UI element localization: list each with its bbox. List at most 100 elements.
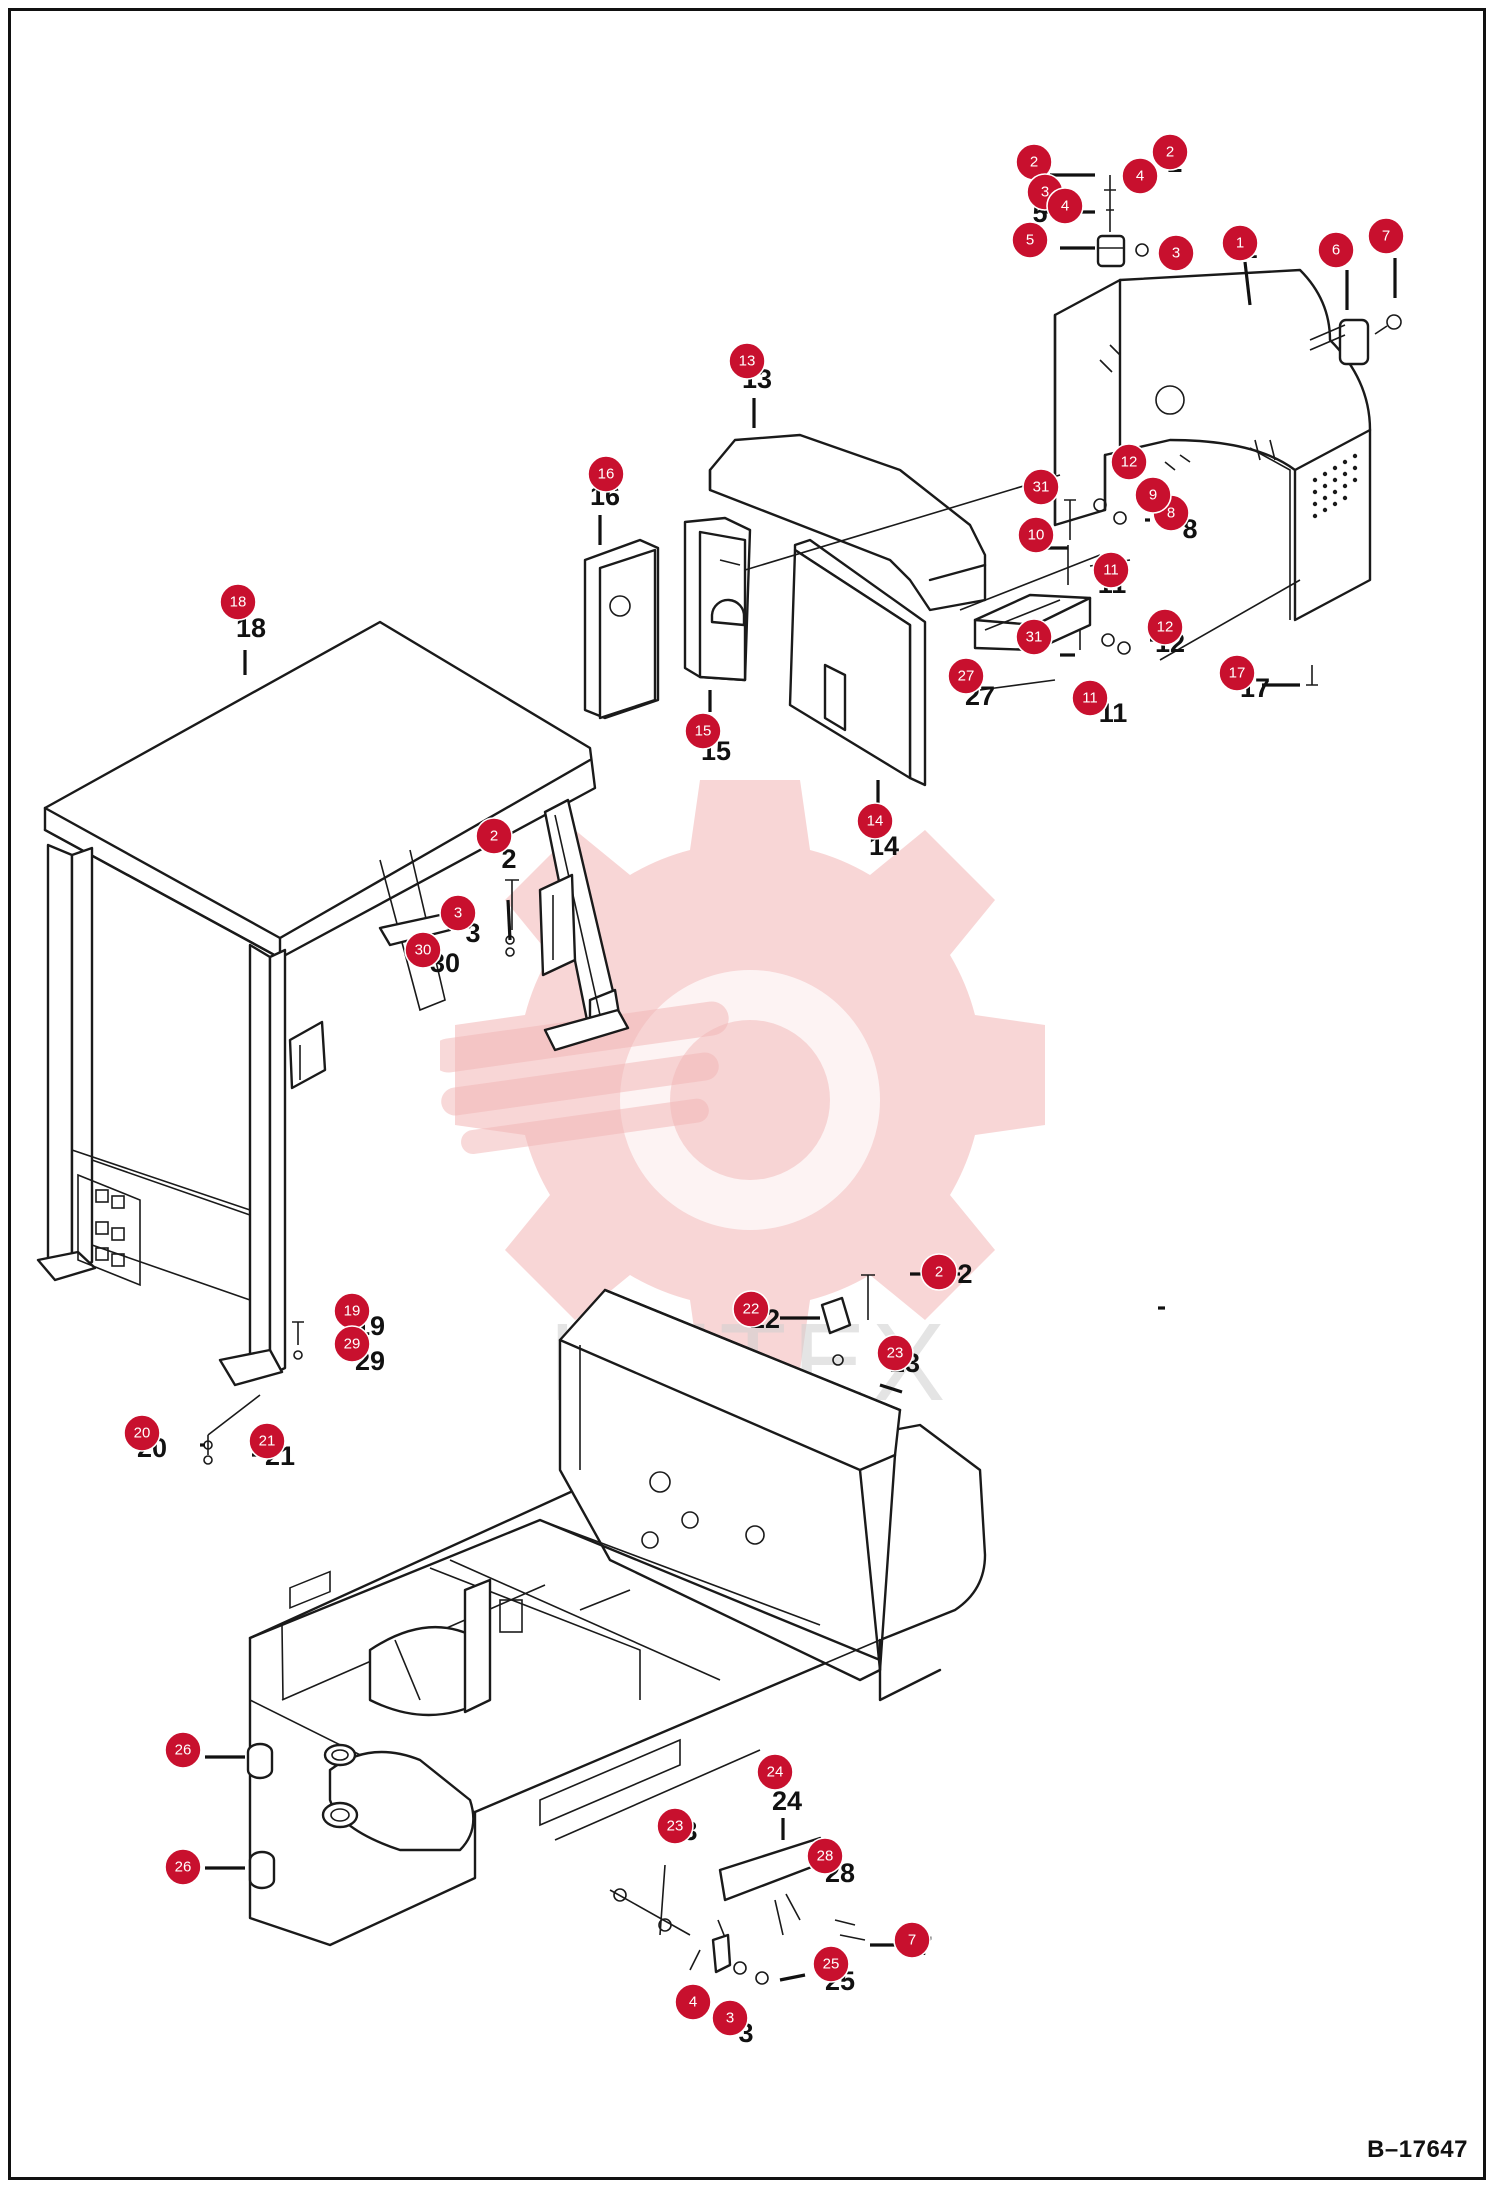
callout-label: 11 (1082, 690, 1098, 707)
callout-9[interactable]: 9 (1134, 476, 1172, 514)
callout-4[interactable]: 4 (1046, 187, 1084, 225)
callout-label: 19 (344, 1303, 361, 1320)
callout-24[interactable]: 24 (756, 1753, 794, 1791)
callout-14[interactable]: 14 (856, 802, 894, 840)
callout-label: 29 (344, 1336, 361, 1353)
callout-2[interactable]: 2 (475, 817, 513, 855)
callout-5[interactable]: 5 (1011, 221, 1049, 259)
callout-label: 2 (490, 828, 498, 845)
callout-19[interactable]: 19 (333, 1292, 371, 1330)
callout-label: 17 (1229, 665, 1246, 682)
callout-2[interactable]: 2 (920, 1253, 958, 1291)
callout-label: 11 (1103, 562, 1119, 579)
top-panel (708, 433, 987, 612)
callout-23[interactable]: 23 (876, 1334, 914, 1372)
callout-label: 31 (1033, 479, 1050, 496)
callout-label: 5 (1026, 232, 1034, 249)
callout-label: 15 (695, 723, 712, 740)
callout-12[interactable]: 12 (1110, 443, 1148, 481)
callout-22[interactable]: 22 (732, 1290, 770, 1328)
callout-2[interactable]: 2 (1151, 133, 1189, 171)
callout-label: 22 (743, 1301, 760, 1318)
callout-25[interactable]: 25 (812, 1945, 850, 1983)
callout-1[interactable]: 1 (1221, 224, 1259, 262)
callout-label: 26 (175, 1859, 192, 1876)
callout-18[interactable]: 18 (219, 583, 257, 621)
callout-16[interactable]: 16 (587, 455, 625, 493)
callout-label: 8 (1167, 505, 1175, 522)
callout-label: 3 (1041, 184, 1049, 201)
callout-label: 23 (887, 1345, 904, 1362)
callout-12[interactable]: 12 (1146, 608, 1184, 646)
callout-28[interactable]: 28 (806, 1837, 844, 1875)
callout-label: 23 (667, 1818, 684, 1835)
callout-label: 14 (867, 813, 884, 830)
drawing-number: B–17647 (1367, 2136, 1468, 2163)
callout-label: 31 (1026, 629, 1043, 646)
printed-num: 24 (772, 1786, 802, 1816)
callout-3[interactable]: 3 (711, 1999, 749, 2037)
cover-grille (1312, 453, 1358, 519)
callout-label: 18 (230, 594, 247, 611)
latch-assembly (1096, 175, 1402, 366)
callout-label: 7 (1382, 228, 1390, 245)
callout-label: 7 (908, 1932, 916, 1949)
callout-label: 3 (726, 2010, 734, 2027)
callout-label: 24 (767, 1764, 784, 1781)
callout-17[interactable]: 17 (1218, 654, 1256, 692)
callout-27[interactable]: 27 (947, 657, 985, 695)
callout-3[interactable]: 3 (439, 894, 477, 932)
callout-23[interactable]: 23 (656, 1807, 694, 1845)
callout-6[interactable]: 6 (1317, 231, 1355, 269)
callout-label: 2 (935, 1264, 943, 1281)
callout-10[interactable]: 10 (1017, 516, 1055, 554)
callout-label: 1 (1236, 235, 1244, 252)
callout-3[interactable]: 3 (1157, 234, 1195, 272)
callout-label: 4 (1061, 198, 1069, 215)
callout-20[interactable]: 20 (123, 1414, 161, 1452)
callout-13[interactable]: 13 (728, 342, 766, 380)
rear-engine-cover (1053, 268, 1372, 622)
callout-label: 16 (598, 466, 615, 483)
callout-31[interactable]: 31 (1015, 618, 1053, 656)
callout-label: 25 (823, 1956, 840, 1973)
rops-canopy (36, 620, 630, 1465)
callout-label: 9 (1149, 487, 1157, 504)
callout-label: 13 (739, 353, 756, 370)
callout-label: 3 (1172, 245, 1180, 262)
callout-label: 2 (1030, 154, 1038, 171)
callout-7[interactable]: 7 (1367, 217, 1405, 255)
seal-panel-large (788, 538, 927, 787)
callout-label: 30 (415, 942, 432, 959)
callout-4[interactable]: 4 (1121, 157, 1159, 195)
callout-21[interactable]: 21 (248, 1422, 286, 1460)
printed-num: 2 (957, 1259, 972, 1289)
upper-frame-chassis (246, 1274, 987, 1985)
callout-26[interactable]: 26 (164, 1848, 202, 1886)
callout-31[interactable]: 31 (1022, 468, 1060, 506)
seal-panel-small (583, 538, 660, 720)
callout-29[interactable]: 29 (333, 1325, 371, 1363)
callout-11[interactable]: 11 (1071, 679, 1109, 717)
callout-label: 10 (1028, 527, 1045, 544)
callouts: 1 2 2 2 2 3 3 3 3 4 4 4 5 6 7 7 8 9 10 1… (123, 133, 1405, 2037)
callout-label: 3 (454, 905, 462, 922)
callout-label: 27 (958, 668, 975, 685)
seal-panel-middle (683, 516, 752, 682)
printed-num: 2 (501, 844, 516, 874)
callout-7[interactable]: 7 (893, 1921, 931, 1959)
callout-15[interactable]: 15 (684, 712, 722, 750)
callout-label: 28 (817, 1848, 834, 1865)
callout-label: 4 (689, 1994, 697, 2011)
callout-11[interactable]: 11 (1092, 551, 1130, 589)
callout-label: 12 (1121, 454, 1138, 471)
callout-26[interactable]: 26 (164, 1731, 202, 1769)
callout-4[interactable]: 4 (674, 1983, 712, 2021)
callout-label: 20 (134, 1425, 151, 1442)
callout-30[interactable]: 30 (404, 931, 442, 969)
callout-label: 4 (1136, 168, 1144, 185)
callout-label: 12 (1157, 619, 1174, 636)
callout-label: 6 (1332, 242, 1340, 259)
callout-label: 21 (259, 1433, 276, 1450)
